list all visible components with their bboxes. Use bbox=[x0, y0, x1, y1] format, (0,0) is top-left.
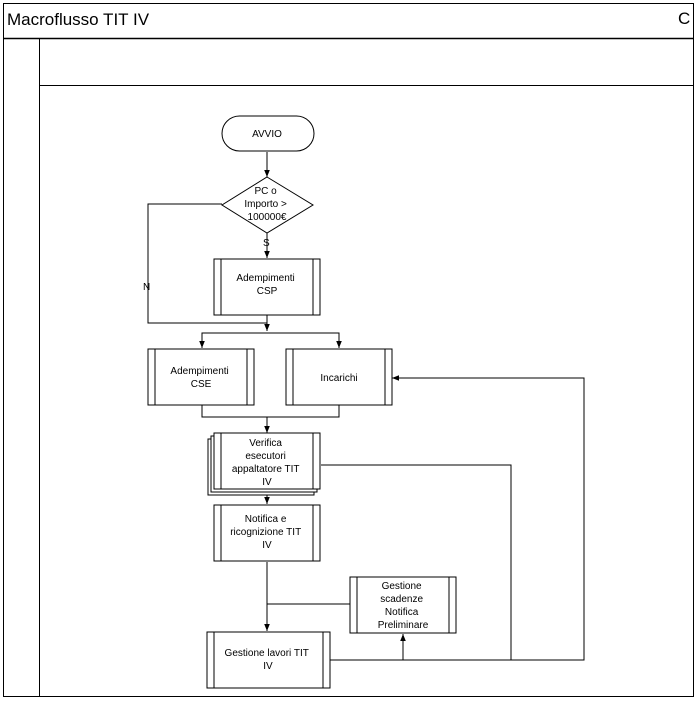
node-verifica: Verifica esecutori appaltatore TIT IV bbox=[207, 432, 321, 496]
node-csp-line: Adempimenti bbox=[236, 273, 294, 284]
edge-cse-verifica bbox=[201, 405, 270, 433]
node-notifica-line: IV bbox=[262, 540, 272, 551]
node-notifica-line: Notifica e bbox=[245, 514, 287, 525]
node-decision: PC o Importo > 100000€ bbox=[221, 176, 314, 234]
node-scadenze-line: Preliminare bbox=[378, 620, 429, 631]
svg-text:Adempimenti CSP: Adempimenti CSP bbox=[236, 273, 297, 297]
node-lavori-line: Gestione lavori TIT bbox=[225, 648, 309, 659]
svg-text:PC o Importo > 100: PC o Importo > 100000€ bbox=[244, 186, 289, 223]
node-avvio-label: AVVIO bbox=[252, 129, 282, 140]
edge-decision-no bbox=[147, 203, 267, 324]
node-gestione-scadenze: Gestione scadenze Notifica Preliminare bbox=[349, 576, 457, 634]
node-decision-line: 100000€ bbox=[248, 212, 287, 223]
edge-incarichi-verifica bbox=[267, 405, 340, 418]
node-cse-line: Adempimenti bbox=[170, 366, 228, 377]
svg-text:Notifica e ricognizione: Notifica e ricognizione TIT IV bbox=[230, 514, 304, 551]
svg-text:Adempimenti CSE: Adempimenti CSE bbox=[170, 366, 231, 390]
node-scadenze-line: Notifica bbox=[385, 607, 419, 618]
connectors bbox=[147, 152, 585, 661]
edge-split-incarichi bbox=[267, 332, 342, 348]
node-decision-line: Importo > bbox=[244, 199, 287, 210]
node-avvio: AVVIO bbox=[221, 115, 315, 152]
diagram-title: Macroflusso TIT IV bbox=[7, 10, 150, 29]
node-adempimenti-cse: Adempimenti CSE bbox=[147, 348, 255, 406]
edge-lavori-incarichi bbox=[392, 375, 585, 661]
edge-label-yes: S bbox=[263, 238, 270, 249]
node-csp-line: CSP bbox=[257, 286, 278, 297]
node-verifica-line: Verifica bbox=[249, 438, 282, 449]
node-lavori-line: IV bbox=[263, 661, 273, 672]
node-verifica-line: appaltatore TIT bbox=[232, 464, 300, 475]
node-verifica-line: IV bbox=[262, 477, 272, 488]
node-cse-line: CSE bbox=[191, 379, 212, 390]
node-notifica-line: ricognizione TIT bbox=[230, 527, 301, 538]
node-gestione-lavori: Gestione lavori TIT IV bbox=[206, 631, 331, 689]
svg-text:Gestione scadenze: Gestione scadenze Notifica Preliminare bbox=[378, 581, 429, 631]
node-scadenze-line: scadenze bbox=[380, 594, 423, 605]
corner-label: C bbox=[678, 9, 690, 28]
edge-label-no: N bbox=[143, 282, 150, 293]
node-scadenze-line: Gestione bbox=[382, 581, 422, 592]
svg-text:Gestione lavori TIT IV: Gestione lavori TIT IV bbox=[225, 648, 312, 672]
node-notifica: Notifica e ricognizione TIT IV bbox=[213, 504, 321, 562]
node-verifica-line: esecutori bbox=[245, 451, 286, 462]
node-adempimenti-csp: Adempimenti CSP bbox=[213, 258, 321, 316]
node-incarichi-label: Incarichi bbox=[320, 373, 357, 384]
edge-split-cse bbox=[199, 332, 267, 348]
svg-text:Verifica esecutori: Verifica esecutori appaltatore TIT IV bbox=[232, 438, 302, 488]
node-incarichi: Incarichi bbox=[285, 348, 393, 406]
node-decision-line: PC o bbox=[254, 186, 277, 197]
